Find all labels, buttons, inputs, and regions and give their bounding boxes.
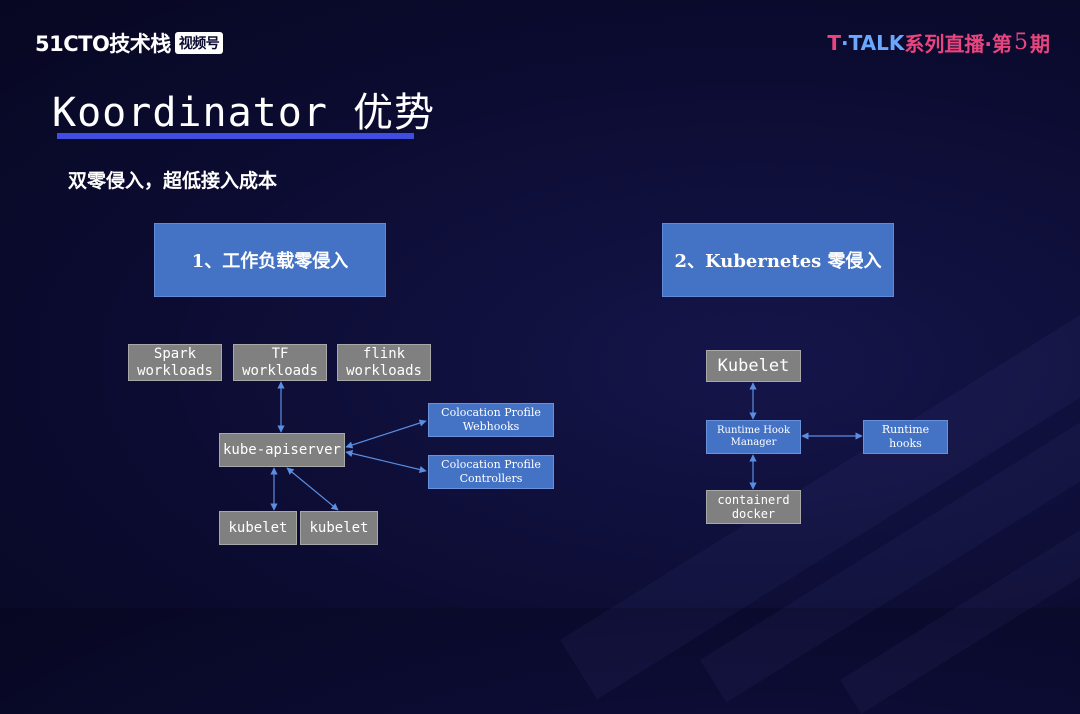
colocation-webhooks-box: Colocation Profile Webhooks (428, 403, 554, 437)
brand-logo: 51CTO技术栈 视频号 (35, 28, 224, 58)
arrow-apiserver-controllers (345, 449, 427, 474)
kube-apiserver-box: kube-apiserver (219, 433, 345, 467)
talk-suffix: 期 (1030, 32, 1050, 56)
slide-title: Koordinator 优势 (52, 90, 435, 136)
flink-workloads-box: flink workloads (337, 344, 431, 381)
kubelet-box-2: kubelet (300, 511, 378, 545)
section2-heading: 2、Kubernetes 零侵入 (662, 223, 894, 297)
tf-workloads-box: TF workloads (233, 344, 327, 381)
talk-series: 系列直播·第 (904, 32, 1012, 56)
talk-series-logo: T · TALK 系列直播·第 5 期 (827, 28, 1050, 57)
kubelet-box: Kubelet (706, 350, 801, 382)
kubelet-box-1: kubelet (219, 511, 297, 545)
arrow-apiserver-webhooks (345, 419, 427, 449)
slide-subtitle: 双零侵入，超低接入成本 (68, 170, 278, 192)
talk-mark: T (827, 30, 841, 55)
title-underline (57, 133, 414, 139)
logo-text: 51CTO技术栈 (35, 32, 171, 56)
containerd-docker-box: containerd docker (706, 490, 801, 524)
section1-heading: 1、工作负载零侵入 (154, 223, 386, 297)
spark-workloads-box: Spark workloads (128, 344, 222, 381)
talk-dot: · (840, 30, 849, 55)
arrow-apiserver-kubelet2 (286, 467, 339, 511)
talk-issue: 5 (1014, 30, 1028, 55)
runtime-hooks-box: Runtime hooks (863, 420, 948, 454)
connector-arrows (270, 381, 863, 511)
runtime-hook-manager-box: Runtime Hook Manager (706, 420, 801, 454)
logo-badge: 视频号 (174, 32, 224, 54)
colocation-controllers-box: Colocation Profile Controllers (428, 455, 554, 489)
talk-word: TALK (848, 30, 905, 55)
